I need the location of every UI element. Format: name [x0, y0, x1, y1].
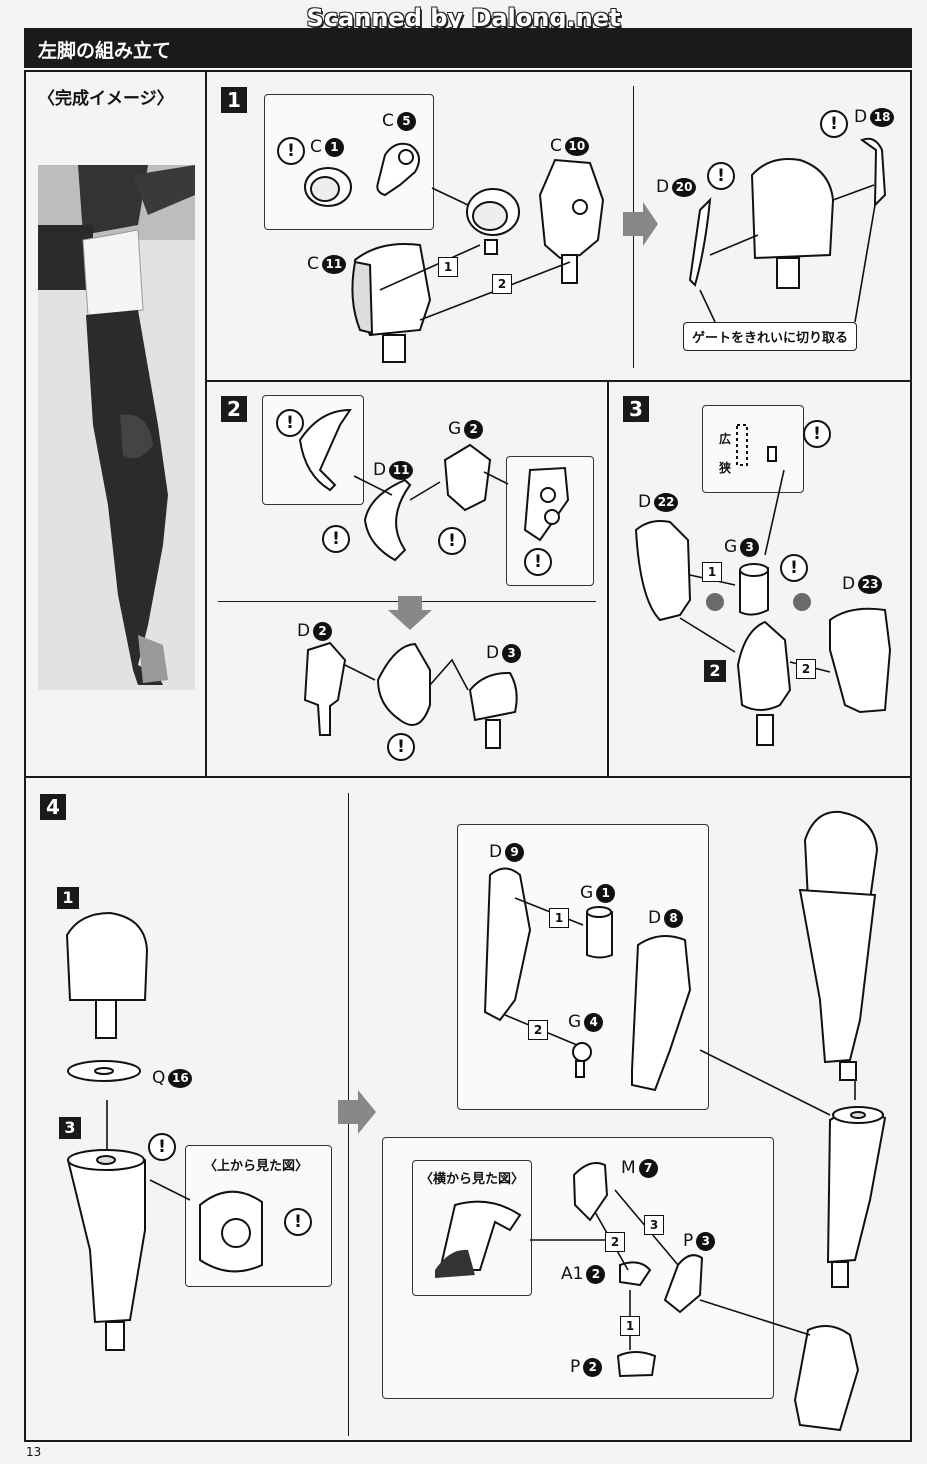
warning-icon: ! — [707, 162, 735, 190]
completion-image — [38, 165, 195, 690]
warning-icon: ! — [438, 527, 466, 555]
order-mark-2: 2 — [605, 1232, 625, 1252]
order-mark-1: 1 — [549, 908, 569, 928]
warning-icon: ! — [276, 409, 304, 437]
warning-icon: ! — [387, 733, 415, 761]
divider-step2-3 — [607, 380, 609, 777]
side-view-label: 〈横から見た図〉 — [420, 1172, 525, 1187]
order-mark-3: 3 — [644, 1215, 664, 1235]
step-2-number: 2 — [221, 396, 247, 422]
page-number: 13 — [26, 1445, 42, 1459]
step-1-number: 1 — [221, 87, 247, 113]
warning-icon: ! — [148, 1133, 176, 1161]
gate-cutting-note: ゲートをきれいに切り取る — [683, 322, 858, 351]
completion-label: 〈完成イメージ〉 — [38, 89, 174, 109]
section-title: 左脚の組み立て — [38, 40, 172, 62]
warning-icon: ! — [524, 548, 552, 576]
warning-icon: ! — [277, 137, 305, 165]
instruction-frame — [24, 70, 912, 1442]
section-header-bar — [24, 28, 912, 68]
order-mark-1: 1 — [620, 1316, 640, 1336]
step-3-number: 3 — [623, 396, 649, 422]
warning-icon: ! — [820, 110, 848, 138]
order-mark-2: 2 — [492, 274, 512, 294]
divider-row1 — [205, 380, 912, 382]
step-4-number: 4 — [40, 794, 66, 820]
step-4-ref-step-1: 1 — [57, 887, 79, 909]
step-4-ref-step-3: 3 — [59, 1117, 81, 1139]
divider-row2 — [24, 776, 912, 778]
warning-icon: ! — [803, 420, 831, 448]
order-mark-2: 2 — [796, 659, 816, 679]
wide-label: 広 — [719, 432, 732, 446]
order-mark-1: 1 — [702, 562, 722, 582]
scanner-watermark: Scanned by Dalong.net — [306, 4, 621, 32]
warning-icon: ! — [284, 1208, 312, 1236]
step-3-detail-box — [702, 405, 804, 493]
warning-icon: ! — [780, 554, 808, 582]
order-mark-2: 2 — [528, 1020, 548, 1040]
step-3-ref-step-2: 2 — [704, 660, 726, 682]
order-mark-1: 1 — [438, 257, 458, 277]
top-view-label: 〈上から見た図〉 — [204, 1159, 309, 1174]
narrow-label: 狭 — [719, 461, 732, 475]
divider-left-column — [205, 70, 207, 777]
warning-icon: ! — [322, 525, 350, 553]
